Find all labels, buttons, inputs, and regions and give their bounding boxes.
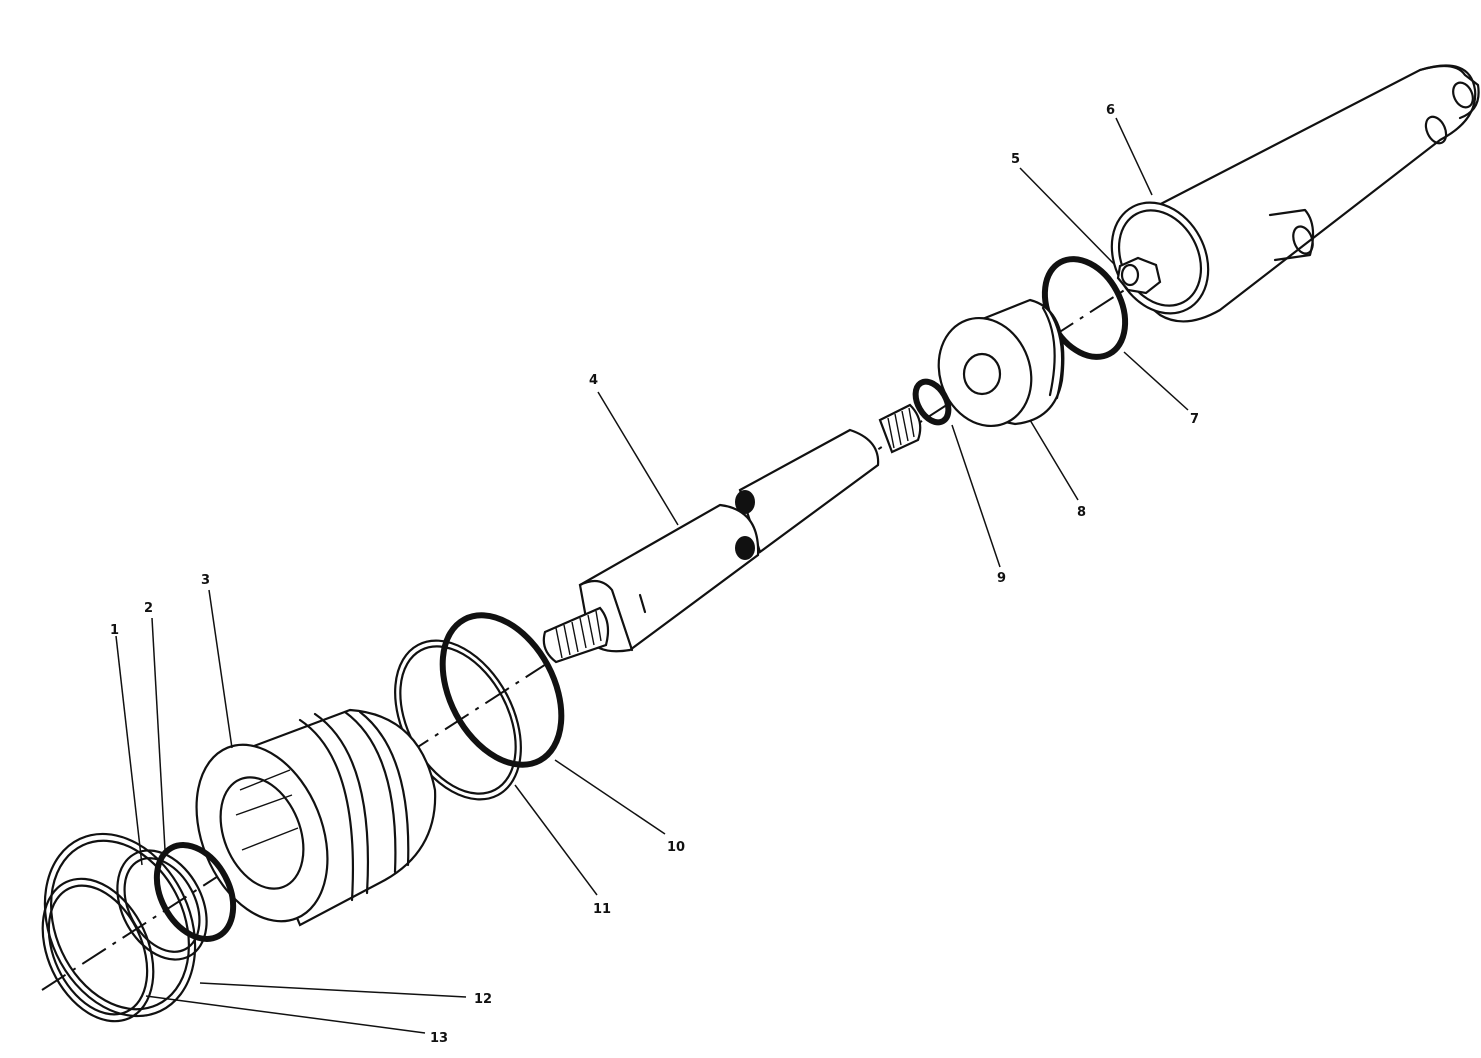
cylinder-barrel (1110, 64, 1480, 323)
piston-nut (1116, 256, 1162, 295)
callout-10: 10 (667, 840, 685, 855)
callout-3: 3 (201, 573, 210, 588)
callout-8: 8 (1077, 505, 1086, 520)
piston-rod (542, 403, 922, 664)
callout-9: 9 (997, 571, 1006, 586)
piston (937, 298, 1065, 428)
o-ring-2 (153, 842, 237, 942)
callout-6: 6 (1106, 103, 1115, 118)
retaining-ring-12 (43, 832, 197, 1018)
callout-7: 7 (1190, 412, 1199, 427)
retaining-ring-13 (41, 877, 155, 1023)
callout-1: 1 (110, 623, 119, 638)
cylinder-head (195, 708, 437, 927)
callout-13: 13 (430, 1031, 448, 1046)
callout-5: 5 (1011, 152, 1020, 167)
o-ring-9 (912, 378, 952, 426)
o-ring-10 (439, 612, 565, 768)
callout-2: 2 (144, 601, 153, 616)
callout-11: 11 (593, 902, 611, 917)
callout-labels: 1 2 3 4 5 6 7 8 9 10 11 12 13 (110, 103, 1199, 1046)
callout-4: 4 (589, 373, 598, 388)
leader-lines (115, 117, 1189, 1034)
callout-12: 12 (474, 992, 492, 1007)
